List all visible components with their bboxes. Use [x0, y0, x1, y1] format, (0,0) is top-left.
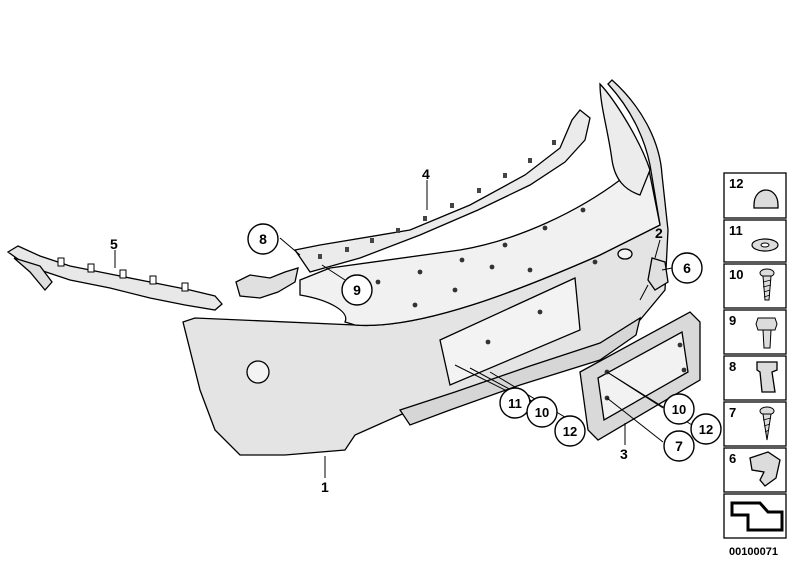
legend-item-6-number: 6: [729, 451, 736, 466]
rear-bumper-panel: [182, 79, 669, 456]
legend-item-9: 9: [723, 309, 787, 355]
callout-7-text: 7: [675, 438, 683, 454]
cover-cap: [639, 257, 669, 301]
legend-item-8: 8: [723, 355, 787, 401]
label-part-3: 3: [620, 446, 628, 462]
arrow-shape-icon: [730, 501, 784, 532]
legend-item-12-number: 12: [729, 176, 743, 191]
diagram-id: 00100071: [729, 546, 778, 558]
license-plate-bracket: [579, 311, 701, 441]
screw-icon: [759, 268, 775, 301]
legend-item-9-number: 9: [729, 313, 736, 328]
callout-6: 6: [671, 252, 703, 284]
callout-8-text: 8: [259, 231, 267, 247]
hex-bolt-icon: [755, 317, 778, 349]
callout-12-right: 12: [690, 413, 722, 445]
side-bracket: [6, 245, 223, 311]
callout-10-left-text: 10: [535, 405, 549, 420]
callout-12-left: 12: [554, 415, 586, 447]
callout-8: 8: [247, 223, 279, 255]
callout-10-left: 10: [526, 396, 558, 428]
callout-12-left-text: 12: [563, 424, 577, 439]
legend-item-7: 7: [723, 401, 787, 447]
legend-item-6: 6: [723, 447, 787, 493]
callout-9: 9: [341, 274, 373, 306]
clip-icon: [749, 451, 781, 487]
callout-6-text: 6: [683, 260, 691, 276]
legend-item-10: 10: [723, 263, 787, 309]
self-tapping-screw-icon: [759, 406, 775, 441]
label-part-4: 4: [422, 166, 430, 182]
label-part-1: 1: [321, 479, 329, 495]
label-part-2: 2: [655, 225, 663, 241]
callout-7: 7: [663, 430, 695, 462]
legend-item-11-number: 11: [729, 223, 743, 238]
callout-11: 11: [499, 387, 531, 419]
callout-11-text: 11: [508, 396, 522, 411]
label-part-5: 5: [110, 236, 118, 252]
legend-panel: 12 11 10 9: [723, 172, 787, 539]
upper-mounting-bracket: [235, 109, 591, 299]
callout-9-text: 9: [353, 282, 361, 298]
legend-item-11: 11: [723, 219, 787, 263]
spring-nut-icon: [756, 361, 778, 393]
legend-arrow-item: [723, 493, 787, 539]
legend-item-10-number: 10: [729, 267, 743, 282]
callout-10-right-text: 10: [672, 402, 686, 417]
callout-12-right-text: 12: [699, 422, 713, 437]
legend-item-8-number: 8: [729, 359, 736, 374]
legend-item-12: 12: [723, 172, 787, 219]
grommet-icon: [753, 189, 779, 209]
callout-10-right: 10: [663, 393, 695, 425]
legend-item-7-number: 7: [729, 405, 736, 420]
